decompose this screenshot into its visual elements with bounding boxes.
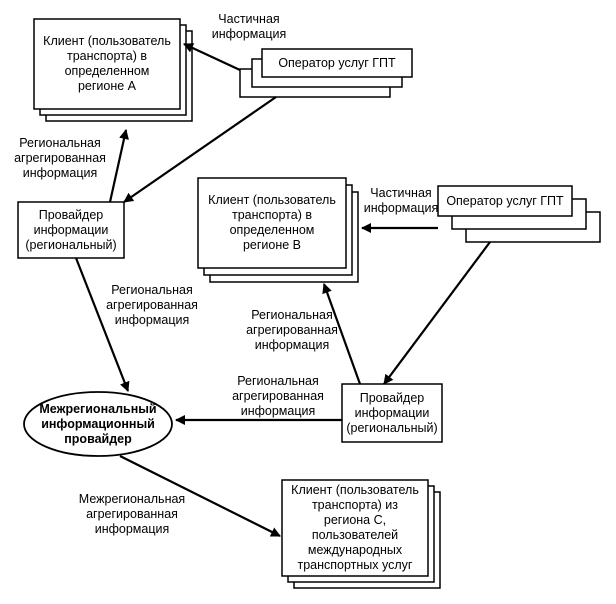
client-b-stack [197,177,359,283]
operator-1-text: Оператор услуг ГПТ [278,55,396,70]
client-a-text: Клиент (пользователь транспорта) в опред… [43,34,171,93]
client-c-stack [281,479,441,589]
arrow-provider1-to-interregional [74,257,130,392]
client-a-stack [33,18,193,122]
operator-2-stack [437,185,601,243]
label-partial-info-2: Частичная информация [363,186,439,215]
label-regional-info-3: Региональная агрегированная информация [246,308,338,352]
arrow-provider2-to-client-b [322,283,362,385]
arrow-operator1-to-client-a [183,43,241,71]
arrow-operator1-to-provider1 [123,96,277,203]
client-c-text: Клиент (пользователь транспорта) из реги… [291,483,419,572]
label-regional-info-4: Региональная агрегированная информация [232,374,324,418]
client-b-text: Клиент (пользователь транспорта) в опред… [208,193,336,252]
label-partial-info-1: Частичная информация [211,12,287,41]
arrow-interregional-to-client-c [119,455,281,537]
operator-1-stack [239,48,413,98]
label-regional-info-1: Региональная агрегированная информация [14,136,106,180]
operator-2-text: Оператор услуг ГПТ [446,193,564,208]
provider-1-text: Провайдер информации (региональный) [25,207,117,252]
arrow-operator2-to-provider2 [383,241,491,385]
label-regional-info-2: Региональная агрегированная информация [106,283,198,327]
label-interregional-info: Межрегиональная агрегированная информаци… [78,492,186,536]
provider-2-box [341,383,443,443]
provider-2-text: Провайдер информации (региональный) [346,390,438,435]
interregional-text: Межрегиональный информационный провайдер [39,401,157,446]
arrow-provider1-to-client-a [108,129,129,203]
provider-1-box [17,201,125,259]
interregional-oval [23,391,173,457]
